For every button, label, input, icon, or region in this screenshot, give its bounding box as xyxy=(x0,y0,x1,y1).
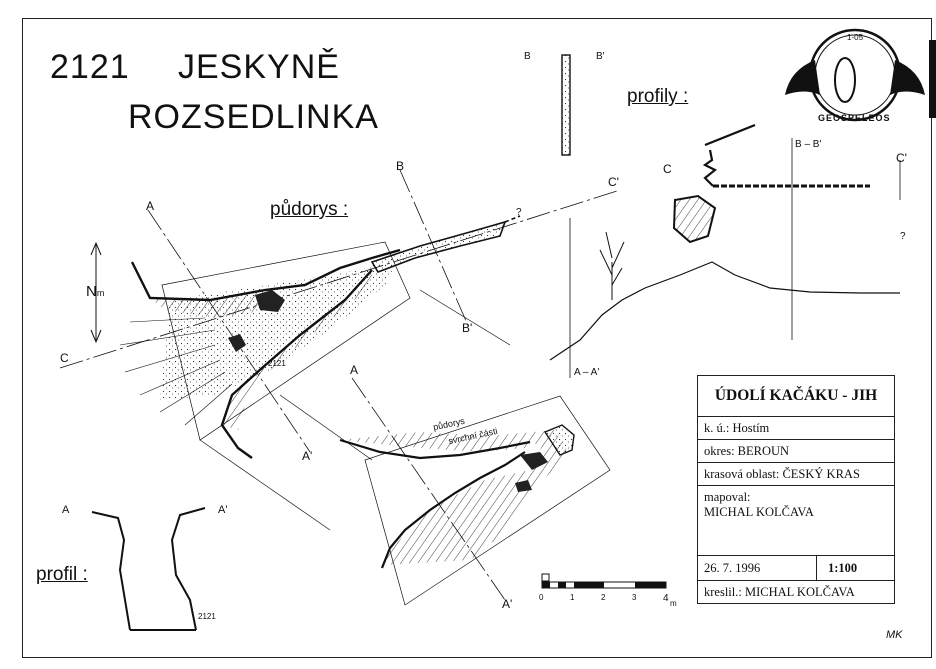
question-mark-2: ? xyxy=(900,231,906,242)
frame-edge-mark xyxy=(929,40,936,118)
mark-a-upper: A xyxy=(350,363,359,377)
mark-b-profile: B xyxy=(524,51,531,62)
info-surveyed-label: mapoval: xyxy=(704,490,751,504)
info-date: 26. 7. 1996 xyxy=(704,561,761,575)
north-label: Nm xyxy=(86,284,104,299)
info-box: ÚDOLÍ KAČÁKU - JIH k. ú.: Hostím okres: … xyxy=(697,375,895,604)
info-surveyed: mapoval: MICHAL KOLČAVA xyxy=(698,485,894,555)
mark-a-top: A xyxy=(146,199,155,213)
cave-floor-dotted xyxy=(160,255,400,400)
hatched-wall-south xyxy=(222,270,372,430)
info-date-scale: 26. 7. 1996 1:100 xyxy=(698,555,894,580)
scale-tick-1: 1 xyxy=(570,593,575,602)
mark-a-profile: A xyxy=(62,504,70,516)
mark-a-prime-mid: A' xyxy=(302,449,313,463)
mark-c-profile: C xyxy=(663,162,672,176)
north-letter: N xyxy=(86,283,97,300)
signature: MK xyxy=(886,629,903,641)
mark-aa-profile: A – A' xyxy=(574,367,600,378)
info-drawn-by: kreslil.: MICHAL KOLČAVA xyxy=(698,580,894,604)
info-karst-area: krasová oblast: ČESKÝ KRAS xyxy=(698,462,894,485)
map-frame xyxy=(22,18,932,658)
passage-east-dashed xyxy=(504,215,521,223)
profile-cc xyxy=(672,123,870,244)
cave-plan-lower xyxy=(119,215,521,459)
cave-number-plan: 2121 xyxy=(268,359,286,368)
scale-unit: m xyxy=(670,599,677,608)
mark-b-prime-plan: B' xyxy=(462,321,473,335)
plan-label: půdorys : xyxy=(270,199,349,220)
profile-label: profil : xyxy=(36,564,88,585)
profile-bb-strip xyxy=(561,54,571,156)
info-cadastre: k. ú.: Hostím xyxy=(698,416,894,439)
info-surveyor: MICHAL KOLČAVA xyxy=(704,505,814,519)
cave-name-line1: JESKYNĚ xyxy=(178,48,340,86)
scale-tick-4: 4 xyxy=(663,593,669,604)
logo-code: 1-05 xyxy=(847,33,864,42)
profile-aa-right-wall xyxy=(170,507,206,631)
upper-wall-north xyxy=(339,438,531,460)
info-heading: ÚDOLÍ KAČÁKU - JIH xyxy=(714,387,878,404)
upper-end-chamber xyxy=(543,424,575,456)
rock-block xyxy=(672,194,717,244)
cave-number: 2121 xyxy=(50,48,130,86)
cave-plan-upper xyxy=(339,424,575,569)
upper-boulder-2 xyxy=(515,480,532,492)
mark-bb-profile: B – B' xyxy=(795,139,822,150)
geospeleos-logo-icon xyxy=(785,28,925,122)
upper-wall-south xyxy=(380,451,526,569)
boulder-2 xyxy=(228,334,246,352)
boulder-1 xyxy=(255,290,285,312)
cave-name-line2: ROZSEDLINKA xyxy=(128,98,379,136)
upper-boulder-1 xyxy=(520,452,548,470)
upper-hatched-area xyxy=(340,430,570,565)
cave-number-profile: 2121 xyxy=(198,612,216,621)
mark-a-prime-profile: A' xyxy=(218,504,228,516)
scale-tick-2: 2 xyxy=(601,593,606,602)
north-arrow xyxy=(90,241,102,344)
scale-tick-3: 3 xyxy=(632,593,637,602)
mark-b-plan: B xyxy=(396,159,405,173)
profile-aa-left-wall xyxy=(91,511,131,631)
profile-aa-lower xyxy=(91,507,206,631)
mark-c-prime-profile: C' xyxy=(896,151,907,165)
mark-c-plan: C xyxy=(60,351,69,365)
projection-line-3 xyxy=(279,394,373,461)
scale-tick-0: 0 xyxy=(539,593,544,602)
info-scale: 1:100 xyxy=(828,561,858,575)
north-sub: m xyxy=(96,288,105,298)
section-line-a2 xyxy=(351,377,506,601)
question-mark-1: ? xyxy=(516,207,522,218)
mark-b-prime-profile: B' xyxy=(596,51,605,62)
hatched-wall-north xyxy=(150,290,268,318)
logo-text: GEOSPELEOS xyxy=(818,113,891,123)
profile-cc-wall xyxy=(702,123,756,187)
profiles-label: profily : xyxy=(627,86,689,107)
profile-aa-surface xyxy=(549,231,900,361)
projection-line-2 xyxy=(199,439,331,531)
mark-a-prime-upper: A' xyxy=(502,597,513,611)
scale-bar xyxy=(541,573,667,589)
info-district: okres: BEROUN xyxy=(698,439,894,462)
info-divider xyxy=(816,556,817,580)
projection-line-1 xyxy=(419,289,511,346)
passage-east xyxy=(370,220,507,273)
entrance-rays xyxy=(119,317,233,426)
tree xyxy=(599,231,625,300)
mark-c-prime-plan: C' xyxy=(608,175,619,189)
